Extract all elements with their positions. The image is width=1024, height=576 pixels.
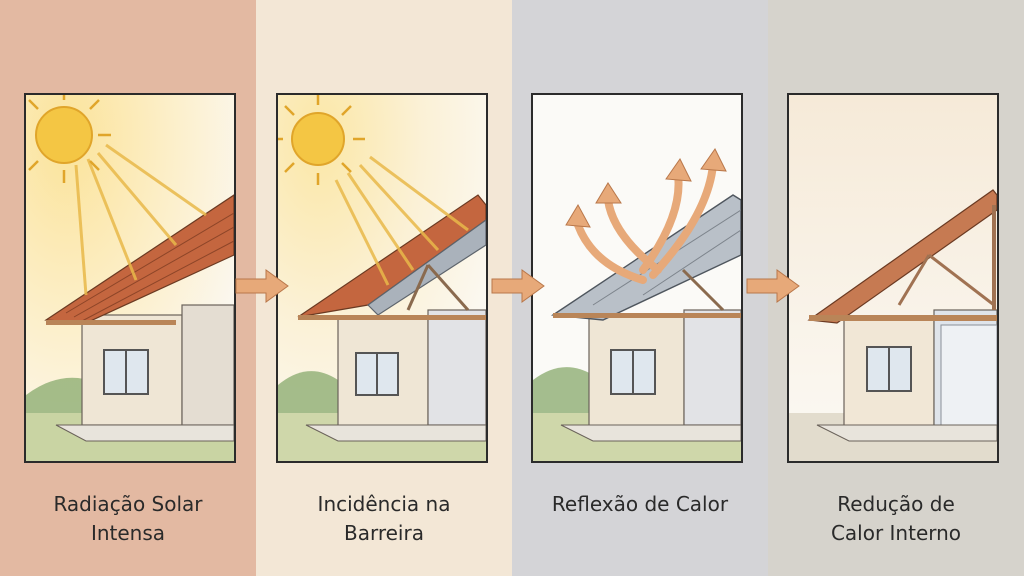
caption-line: Barreira — [256, 519, 512, 548]
caption-line: Redução de — [768, 490, 1024, 519]
caption-line: Incidência na — [256, 490, 512, 519]
step-caption-3: Reflexão de Calor — [512, 490, 768, 519]
caption-line: Intensa — [0, 519, 256, 548]
panel-solar-radiation — [24, 93, 236, 463]
step-caption-4: Redução de Calor Interno — [768, 490, 1024, 548]
caption-line: Reflexão de Calor — [512, 490, 768, 519]
caption-line: Radiação Solar — [0, 490, 256, 519]
arrow-right-icon — [745, 266, 801, 306]
arrow-right-icon — [490, 266, 546, 306]
house-illustration-1 — [26, 95, 234, 461]
step-caption-1: Radiação Solar Intensa — [0, 490, 256, 548]
panel-barrier-incidence — [276, 93, 488, 463]
house-illustration-2 — [278, 95, 486, 461]
house-illustration-4 — [789, 95, 997, 461]
arrow-right-icon — [234, 266, 290, 306]
step-caption-2: Incidência na Barreira — [256, 490, 512, 548]
panel-reduced-internal-heat — [787, 93, 999, 463]
caption-line: Calor Interno — [768, 519, 1024, 548]
panel-heat-reflection — [531, 93, 743, 463]
house-illustration-3 — [533, 95, 741, 461]
